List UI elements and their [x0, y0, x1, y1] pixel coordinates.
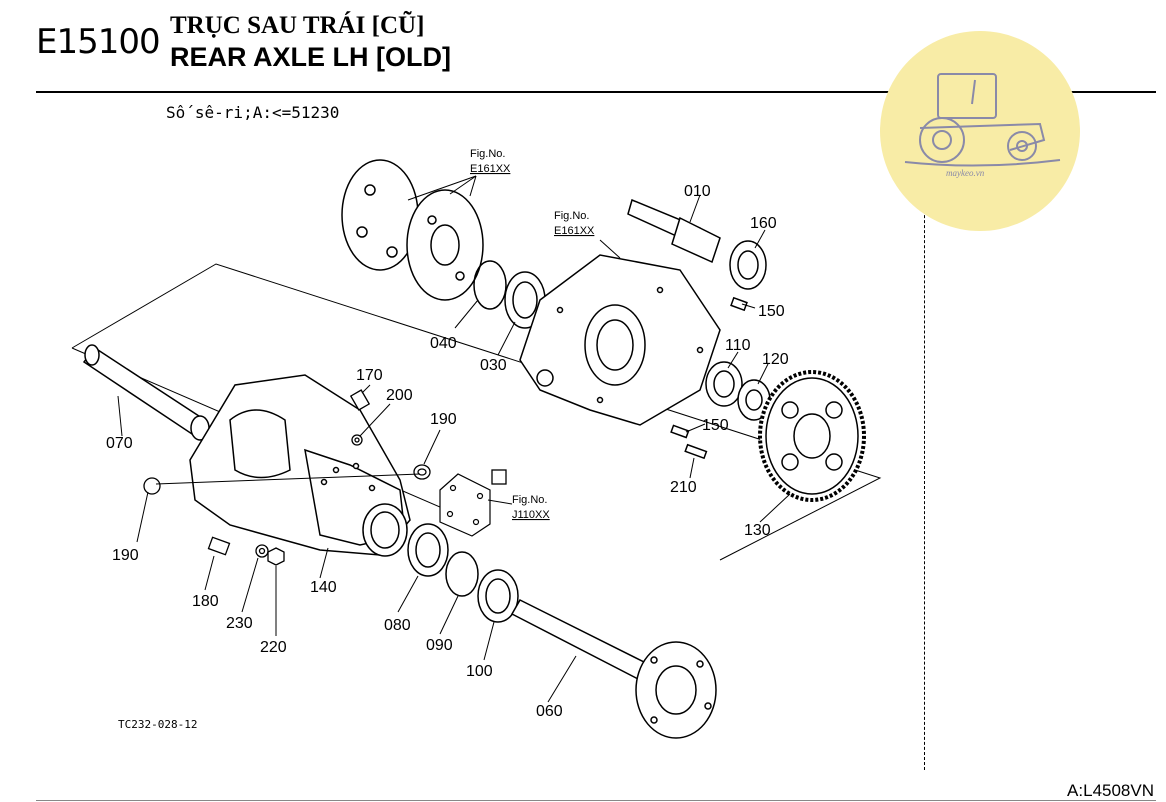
label-160: 160 — [750, 215, 777, 232]
pinion-shaft — [627, 198, 767, 312]
watermark-logo: maykeo.vn — [880, 31, 1080, 231]
fig-ref-1-no: Fig.No. — [470, 148, 505, 160]
footer-code: A:L4508VN — [1067, 781, 1154, 800]
label-140: 140 — [310, 579, 337, 596]
part-labels: 010 160 150 110 120 150 210 130 040 030 … — [106, 183, 789, 720]
label-230: 230 — [226, 615, 253, 632]
serial-range: Số sê-ri;A:<=51230 — [166, 103, 340, 122]
label-010: 010 — [684, 183, 711, 200]
footer-rule — [36, 800, 1156, 801]
header-rule — [36, 91, 1156, 93]
fig-ref-1-code: E161XX — [470, 163, 511, 175]
axle-shaft — [510, 599, 717, 739]
brake-discs — [341, 159, 484, 301]
label-210: 210 — [670, 479, 697, 496]
label-200: 200 — [386, 387, 413, 404]
leader-lines — [117, 175, 791, 703]
figure-references: Fig.No. E161XX Fig.No. E161XX Fig.No. J1… — [470, 148, 595, 521]
section-code: E15100 — [36, 22, 161, 62]
label-190-lower: 190 — [112, 547, 139, 564]
label-030: 030 — [480, 357, 507, 374]
fig-ref-3-code: J110XX — [512, 509, 550, 521]
label-100: 100 — [466, 663, 493, 680]
gear-bearings — [670, 361, 771, 460]
cover-plate — [439, 473, 491, 537]
label-220: 220 — [260, 639, 287, 656]
label-170: 170 — [356, 367, 383, 384]
label-070: 070 — [106, 435, 133, 452]
label-130: 130 — [744, 522, 771, 539]
ring-gear — [758, 370, 866, 502]
watermark-text: maykeo.vn — [946, 168, 985, 178]
label-150-upper: 150 — [758, 303, 785, 320]
axle-tube — [82, 344, 210, 441]
fasteners — [143, 389, 507, 566]
center-housing — [519, 254, 721, 426]
seal-and-bearing-outer — [407, 523, 519, 623]
label-150-lower: 150 — [702, 417, 729, 434]
pattern-code: TC232-028-12 — [118, 718, 198, 731]
fig-ref-2-no: Fig.No. — [554, 210, 589, 222]
fig-ref-2-code: E161XX — [554, 225, 595, 237]
label-080: 080 — [384, 617, 411, 634]
label-040: 040 — [430, 335, 457, 352]
label-090: 090 — [426, 637, 453, 654]
column-divider — [924, 190, 925, 770]
label-190-upper: 190 — [430, 411, 457, 428]
axle-housing — [189, 374, 411, 557]
fig-ref-3-no: Fig.No. — [512, 494, 547, 506]
title-english: REAR AXLE LH [OLD] — [170, 42, 451, 72]
label-120: 120 — [762, 351, 789, 368]
label-060: 060 — [536, 703, 563, 720]
label-110: 110 — [725, 337, 751, 354]
title-vietnamese: TRỤC SAU TRÁI [CŨ] — [170, 12, 425, 39]
label-180: 180 — [192, 593, 219, 610]
